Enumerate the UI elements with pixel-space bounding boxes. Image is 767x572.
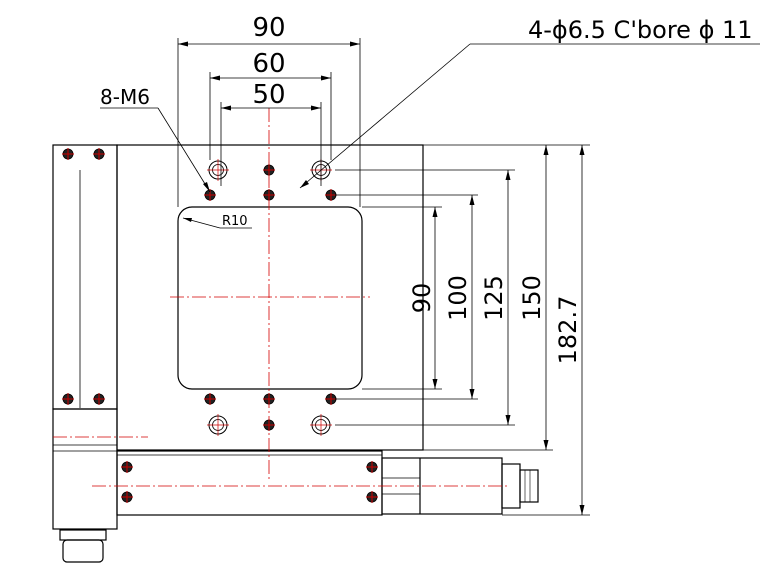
bottom-rail (116, 450, 383, 516)
cbore-hole-bl (207, 414, 229, 436)
tapped-hole (62, 393, 74, 405)
tapped-hole (263, 393, 275, 405)
bore-callout: 4-ϕ6.5 C'bore ϕ 11 (528, 16, 753, 44)
dim-label-125-right: 125 (480, 275, 508, 321)
dim-label-90-top: 90 (252, 13, 285, 43)
dim-label-100-right: 100 (444, 275, 472, 321)
center-window (177, 206, 363, 390)
leader-group (100, 43, 760, 229)
tapped-hole (366, 461, 378, 473)
tapped-holes (62, 148, 378, 503)
leader-arrow-group (183, 180, 309, 222)
tapped-hole (325, 393, 337, 405)
dim-label-182-7-right: 182.7 (554, 296, 582, 365)
tapped-hole (263, 164, 275, 176)
main-plate (116, 144, 424, 451)
radius-callout: R10 (222, 214, 248, 229)
cbore-hole-br (310, 414, 332, 436)
micrometer-thimble (501, 463, 521, 509)
cbore-hole-tl (207, 159, 229, 181)
dim-label-60-top: 60 (252, 49, 285, 79)
micrometer-cap (519, 469, 539, 503)
tapped-hole (93, 148, 105, 160)
dim-label-50-top: 50 (252, 80, 285, 110)
tapped-hole (121, 491, 133, 503)
tap-callout: 8-M6 (100, 85, 150, 109)
tapped-hole (62, 148, 74, 160)
tapped-hole (263, 189, 275, 201)
bore-leader-diagonal (299, 43, 471, 189)
dim-label-90-right: 90 (408, 283, 436, 314)
bottom-knob-cap (62, 539, 104, 563)
left-lower-block (52, 408, 118, 530)
hole-group (62, 148, 378, 503)
tapped-hole (204, 189, 216, 201)
left-bar (52, 144, 118, 410)
dimension-group (177, 38, 590, 516)
tapped-hole (263, 419, 275, 431)
dim-label-150-right: 150 (518, 275, 546, 321)
tap-leader-diagonal (157, 107, 211, 193)
tapped-hole (93, 393, 105, 405)
arrowhead-group (178, 41, 585, 515)
tapped-hole (121, 461, 133, 473)
tapped-hole (204, 393, 216, 405)
tapped-hole (366, 491, 378, 503)
centerline-group (53, 108, 510, 487)
bottom-knob (59, 529, 107, 541)
